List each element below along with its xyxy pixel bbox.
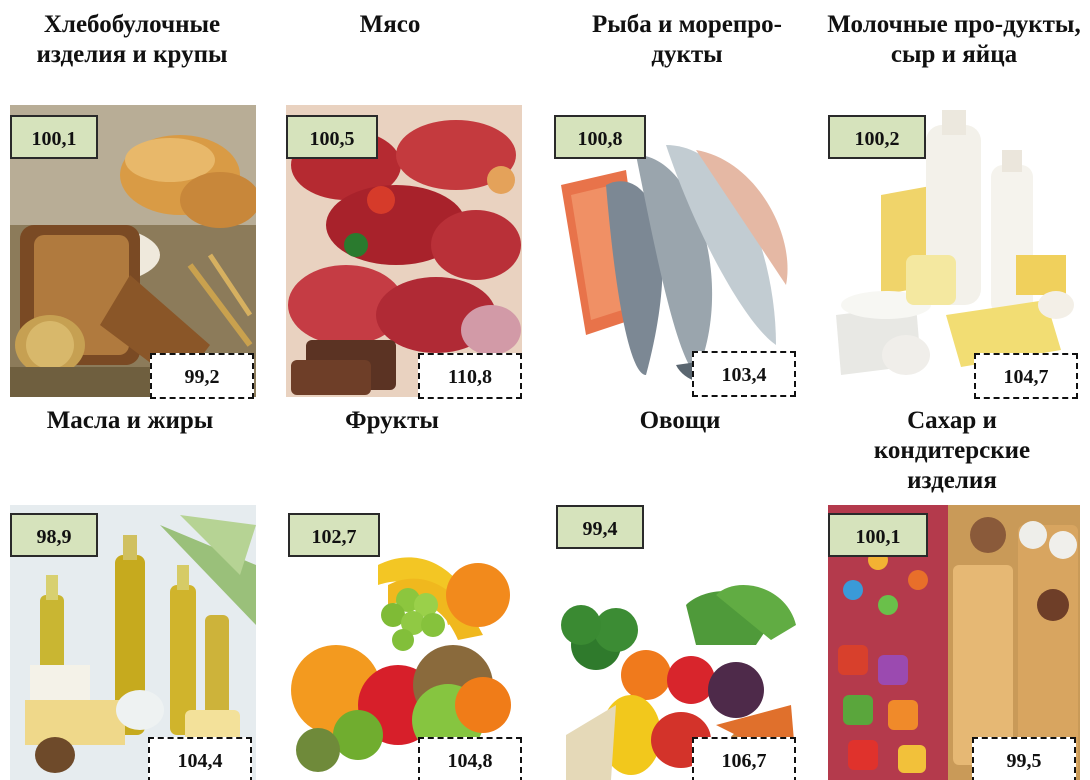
category-title-text: Хлебобулочные изделия и крупы (36, 11, 228, 68)
value-bottom-text: 103,4 (721, 364, 767, 386)
category-card-bread: 100,1 99,2 (10, 105, 256, 399)
value-top-text: 99,4 (582, 518, 618, 540)
category-title-text: Мясо (359, 11, 421, 38)
value-top-text: 100,8 (577, 128, 623, 150)
category-title-fish: Рыба и морепро-дукты (562, 10, 812, 70)
value-top-sweets: 100,1 (828, 513, 928, 557)
value-bottom-text: 104,7 (1003, 366, 1049, 388)
category-card-fruit: 102,7 104,8 (288, 505, 522, 780)
value-bottom-veg: 106,7 (692, 737, 796, 780)
value-top-fruit: 102,7 (288, 513, 380, 557)
value-bottom-oils: 104,4 (148, 737, 252, 780)
category-card-dairy: 100,2 104,7 (826, 105, 1086, 399)
value-bottom-fish: 103,4 (692, 351, 796, 397)
value-top-fish: 100,8 (554, 115, 646, 159)
value-top-dairy: 100,2 (828, 115, 926, 159)
category-card-oils: 98,9 104,4 (10, 505, 256, 780)
category-title-fruit: Фрукты (272, 406, 512, 436)
category-title-text: Сахар и кондитерские изделия (873, 407, 1031, 494)
value-top-text: 100,1 (31, 128, 77, 150)
value-top-text: 100,5 (309, 128, 355, 150)
category-card-veg: 99,4 106,7 (556, 505, 798, 780)
value-top-oils: 98,9 (10, 513, 98, 557)
fruit-photo-icon (288, 505, 522, 780)
category-title-veg: Овощи (560, 406, 800, 436)
category-title-text: Молочные про-дукты, сыр и яйца (827, 11, 1081, 68)
value-bottom-text: 110,8 (448, 366, 492, 388)
value-bottom-dairy: 104,7 (974, 353, 1078, 399)
category-title-dairy: Молочные про-дукты, сыр и яйца (818, 10, 1090, 70)
category-title-meat: Мясо (290, 10, 490, 40)
category-title-sweets: Сахар и кондитерские изделия (852, 406, 1052, 496)
category-card-meat: 100,5 110,8 (286, 105, 522, 399)
category-card-fish: 100,8 103,4 (546, 105, 798, 397)
category-title-bread: Хлебобулочные изделия и крупы (2, 10, 262, 70)
value-bottom-fruit: 104,8 (418, 737, 522, 780)
value-bottom-sweets: 99,5 (972, 737, 1076, 780)
value-bottom-text: 106,7 (721, 750, 767, 772)
value-bottom-meat: 110,8 (418, 353, 522, 399)
category-title-text: Рыба и морепро-дукты (591, 11, 783, 68)
value-top-text: 100,2 (854, 128, 900, 150)
value-top-veg: 99,4 (556, 505, 644, 549)
category-title-text: Овощи (639, 407, 721, 434)
value-bottom-text: 99,5 (1006, 750, 1042, 772)
value-top-text: 100,1 (855, 526, 901, 548)
bread-grain-photo-icon (10, 105, 256, 397)
category-title-oils: Масла и жиры (0, 406, 260, 436)
value-top-meat: 100,5 (286, 115, 378, 159)
value-bottom-text: 104,8 (447, 750, 493, 772)
category-card-sweets: 100,1 99,5 (828, 505, 1080, 780)
category-title-text: Масла и жиры (46, 407, 214, 434)
value-bottom-text: 104,4 (177, 750, 223, 772)
value-bottom-bread: 99,2 (150, 353, 254, 399)
value-top-text: 98,9 (36, 526, 72, 548)
value-bottom-text: 99,2 (184, 366, 220, 388)
category-title-text: Фрукты (345, 407, 439, 434)
value-top-text: 102,7 (311, 526, 357, 548)
value-top-bread: 100,1 (10, 115, 98, 159)
